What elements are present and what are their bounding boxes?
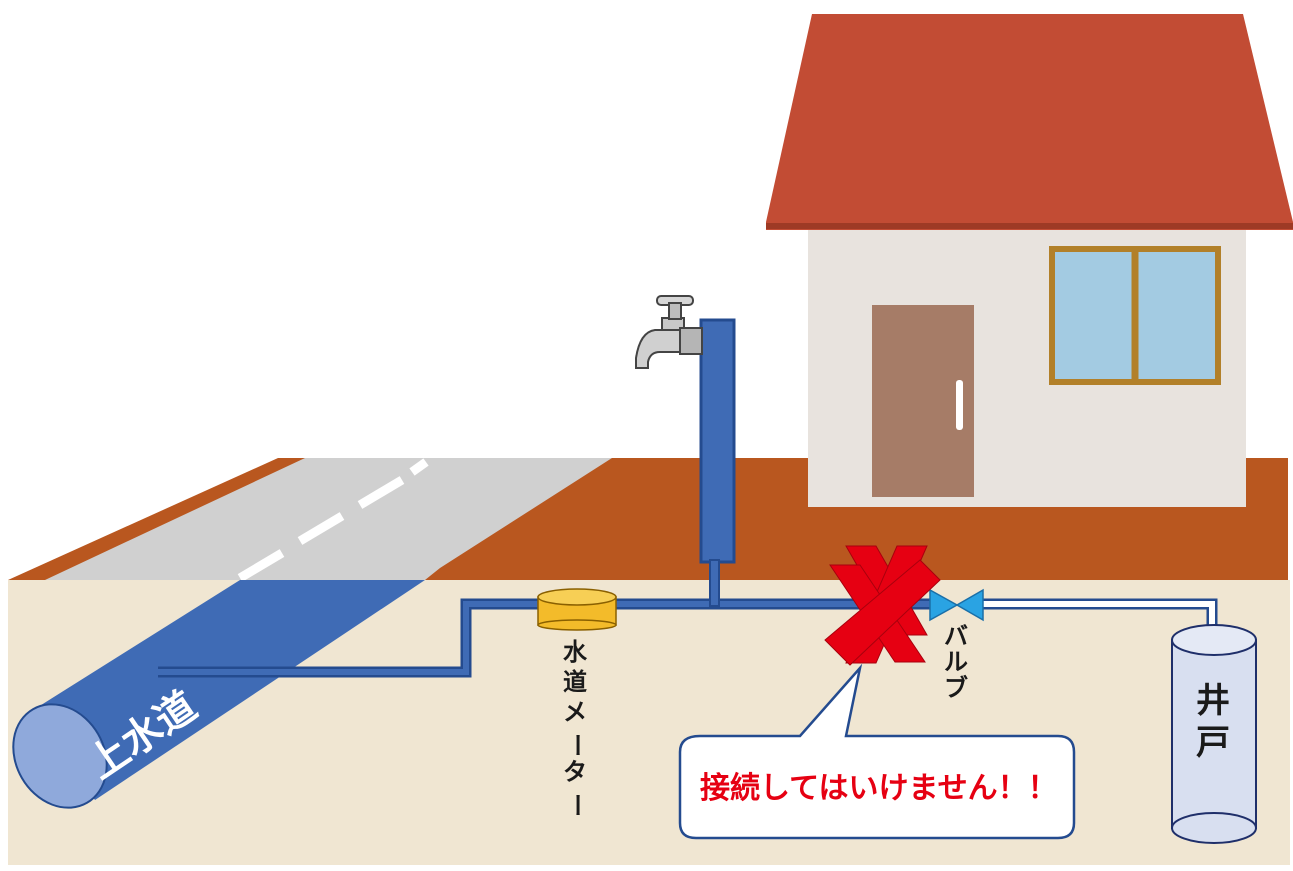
water-meter [537,588,617,631]
door-handle [956,380,963,430]
svg-text:ー: ー [563,733,591,757]
svg-text:ー: ー [563,793,591,817]
water-meter-label: 水 道 メ ー タ ー [563,638,591,817]
faucet-icon [635,295,703,369]
svg-text:ル: ル [944,648,968,676]
svg-text:水: 水 [563,638,588,666]
svg-text:道: 道 [563,668,587,696]
standpipe-riser [699,318,736,564]
water-main-pipe [30,580,425,800]
warning-text: 接続してはいけません！！ [700,771,1058,806]
warning-bubble [678,663,1076,840]
svg-text:バ: バ [944,622,968,650]
valve-label: バ ル ブ [944,622,968,702]
well [1171,624,1257,844]
well-label: 井 戸 [1196,681,1230,763]
road-centerline [237,458,429,582]
svg-text:メ: メ [563,698,587,726]
svg-text:井: 井 [1196,681,1230,721]
cross-icon [824,545,941,666]
water-main-pipe-end [12,703,108,809]
valve-icon [929,588,984,622]
svg-text:ブ: ブ [944,674,968,702]
svg-text:戸: 戸 [1196,723,1230,763]
svg-text:タ: タ [563,758,587,786]
house-roof [766,14,1293,230]
